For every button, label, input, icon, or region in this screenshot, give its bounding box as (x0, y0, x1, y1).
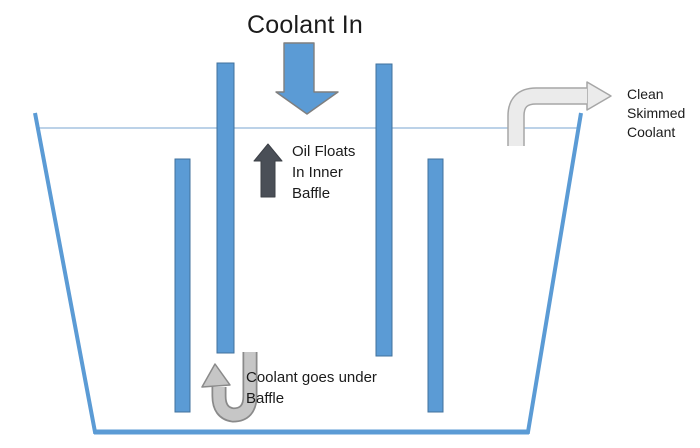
clean-skimmed-coolant-label: Clean Skimmed Coolant (627, 85, 685, 142)
under-baffle-label-line2: Baffle (246, 390, 285, 407)
under-baffle-label: Coolant goes under Baffle (246, 367, 377, 409)
oil-floats-label-line2: In Inner (292, 164, 343, 181)
clean-label-line1: Clean (627, 86, 664, 102)
clean-label-line3: Coolant (627, 124, 676, 140)
skimmed-arrow-head (586, 81, 612, 111)
oil-floats-label: Oil Floats In Inner Baffle (292, 141, 355, 204)
baffle-inner-right (375, 63, 393, 357)
under-baffle-arrow-head (201, 363, 231, 388)
baffle-outer-right (427, 158, 444, 413)
under-baffle-arrow-body (213, 352, 256, 421)
baffle-outer-left (174, 158, 191, 413)
oil-floats-label-line1: Oil Floats (292, 143, 356, 160)
skimmed-arrow-body (508, 88, 587, 146)
under-baffle-label-line1: Coolant goes under (246, 369, 377, 386)
oil-floats-up-arrow-icon (253, 143, 283, 198)
diagram-title: Coolant In (247, 11, 363, 39)
coolant-in-down-arrow-icon (275, 42, 339, 115)
clean-label-line2: Skimmed (627, 105, 686, 121)
baffle-inner-left (216, 62, 235, 354)
under-baffle-uturn-arrow-icon (201, 352, 258, 423)
skimmed-coolant-elbow-arrow-icon (507, 81, 612, 146)
oil-floats-label-line3: Baffle (292, 185, 331, 202)
